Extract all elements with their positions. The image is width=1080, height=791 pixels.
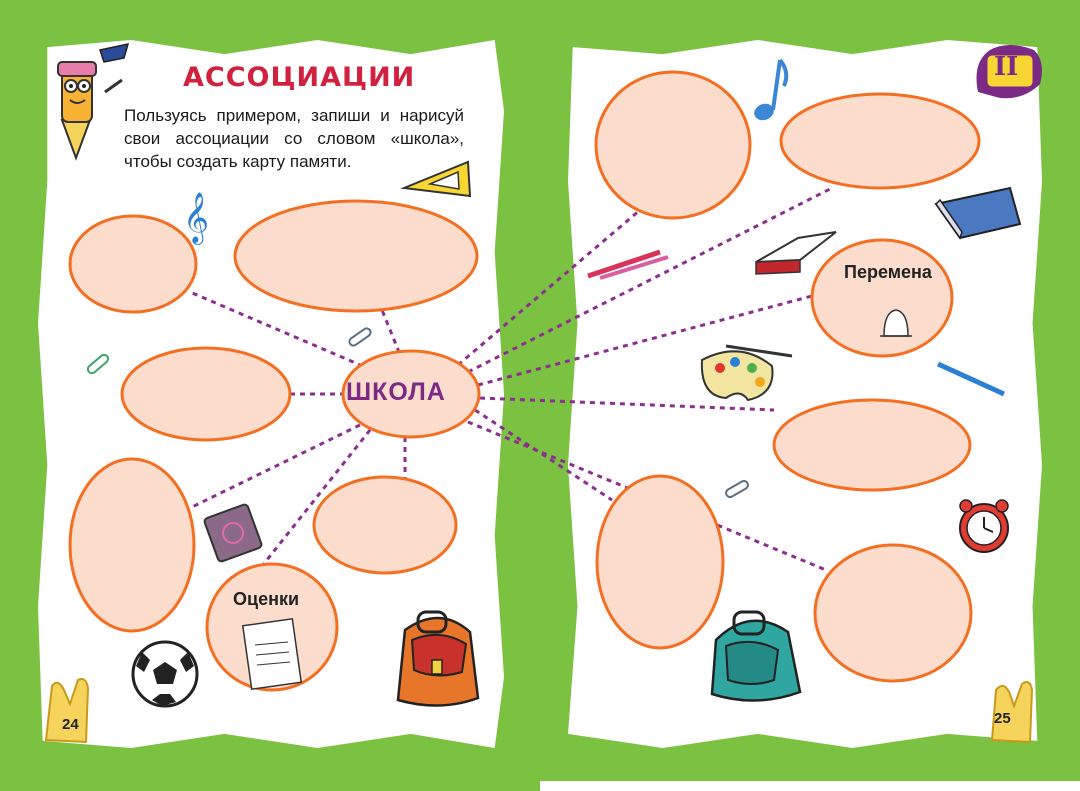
music-note-icon [754,58,789,121]
diary-icon [203,503,263,563]
pen-icon [936,361,1006,397]
pencils-icon [587,249,669,280]
connector-line [189,423,361,510]
connector-line [477,294,813,387]
notebook-icon [241,617,303,691]
bubbles [68,70,981,692]
connector-line [467,186,833,374]
connector-line [253,429,372,576]
paperclip-icon [86,353,110,375]
connector-line [457,208,641,367]
bubble-empty [594,70,752,220]
bottom-band [540,781,1080,791]
bubble-empty [312,475,458,575]
bell-icon [880,309,912,337]
bubble-empty [233,199,479,313]
bubble-peremena [810,238,954,358]
page-hand-icon [44,678,90,744]
page-title: АССОЦИАЦИИ [183,62,416,93]
bubble-empty [772,398,972,492]
blue-book-icon [934,186,1022,240]
grades-label: Оценки [233,589,300,609]
connector-line [479,396,775,412]
backpack-icon [396,610,480,707]
instruction-text: Пользуясь примером, запиши и нарисуй сво… [124,106,464,171]
page-number-right: 25 [994,710,1011,727]
bubble-empty [68,457,196,633]
football-icon [131,640,199,708]
bubble-empty [120,346,292,442]
treble-clef-icon: 𝄞 [183,192,209,245]
palette-icon [700,344,793,402]
section-badge [976,45,1042,99]
bubble-empty [595,474,725,650]
backpack-icon [710,610,802,702]
page-number-left: 24 [62,716,79,733]
bubble-empty [68,214,198,314]
bubble-empty [779,92,981,190]
pencil-mascot-icon [57,43,130,161]
center-label: ШКОЛА [346,378,446,406]
section-badge-label: II [994,52,1019,82]
paperclip-icon [348,327,372,347]
alarm-clock-icon [959,499,1009,553]
connector-line [474,408,613,502]
bubble-center [341,349,481,439]
connector-line [189,290,373,372]
break-label: Перемена [844,262,932,282]
bubble-empty [813,543,973,683]
book-icon [755,231,837,275]
set-square-icon [400,160,472,198]
paperclip-icon [725,480,749,498]
page-hand-icon [990,681,1034,744]
